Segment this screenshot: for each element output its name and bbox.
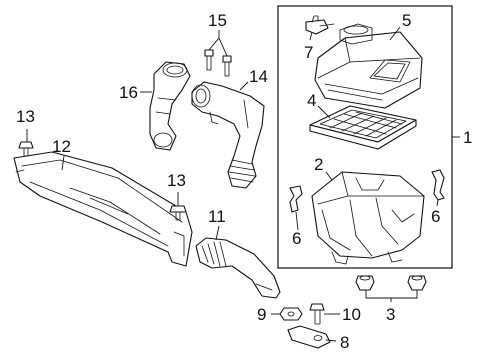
intake-hose bbox=[191, 81, 265, 189]
callout-6-right: 6 bbox=[431, 207, 440, 226]
callout-15: 15 bbox=[208, 11, 227, 30]
callout-5: 5 bbox=[402, 11, 411, 30]
intake-resonator bbox=[149, 61, 191, 151]
callout-16: 16 bbox=[119, 83, 138, 102]
nut-fastener bbox=[279, 307, 303, 321]
leader-12 bbox=[61, 155, 65, 171]
air-cleaner-lower-housing bbox=[311, 171, 425, 265]
callout-8: 8 bbox=[340, 333, 349, 352]
mass-air-flow-sensor bbox=[305, 15, 335, 35]
leader-15 bbox=[208, 30, 228, 57]
callout-3: 3 bbox=[386, 305, 395, 324]
callout-4: 4 bbox=[307, 91, 316, 110]
push-pin-fastener-right bbox=[169, 205, 187, 221]
hose-bolts bbox=[204, 49, 232, 77]
leader-7 bbox=[309, 31, 313, 41]
leader-5 bbox=[389, 26, 401, 41]
leader-6-left bbox=[295, 211, 299, 231]
callout-13-right: 13 bbox=[167, 171, 186, 190]
air-cleaner-cover bbox=[314, 23, 423, 109]
leader-6-right bbox=[436, 199, 439, 207]
leader-8 bbox=[325, 339, 337, 342]
callout-14: 14 bbox=[249, 67, 268, 86]
push-pin-fastener-left bbox=[18, 141, 34, 157]
callout-6-left: 6 bbox=[292, 229, 301, 248]
bolt-fastener bbox=[309, 303, 325, 325]
callout-2: 2 bbox=[314, 155, 323, 174]
air-filter-element bbox=[309, 105, 417, 150]
nut-hole bbox=[287, 311, 295, 317]
callout-1: 1 bbox=[463, 128, 472, 147]
leader-14 bbox=[239, 81, 249, 91]
callout-11: 11 bbox=[208, 207, 226, 226]
lower-air-duct bbox=[13, 151, 193, 267]
callout-13-left: 13 bbox=[16, 107, 35, 126]
callout-10: 10 bbox=[342, 305, 361, 324]
leader-2 bbox=[325, 171, 333, 181]
air-inlet-duct bbox=[195, 237, 281, 299]
leader-4 bbox=[317, 105, 331, 119]
mounting-grommets bbox=[355, 275, 427, 291]
leader-3 bbox=[365, 290, 418, 302]
mounting-bracket bbox=[287, 325, 331, 349]
retainer-clip-left bbox=[289, 185, 303, 213]
callout-7: 7 bbox=[304, 43, 313, 62]
leader-11 bbox=[215, 225, 220, 241]
callout-9: 9 bbox=[257, 305, 266, 324]
callout-12: 12 bbox=[52, 137, 71, 156]
retainer-clip-right bbox=[431, 169, 445, 201]
